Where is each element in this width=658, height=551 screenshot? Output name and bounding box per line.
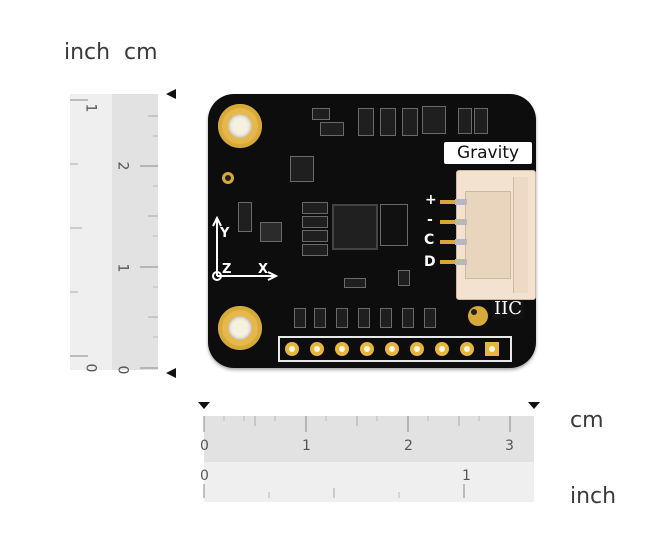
axis-indicator-icon: [212, 215, 279, 281]
main-sensor-ic: [332, 204, 378, 250]
axis-z-label: Z: [222, 262, 232, 277]
pin-trace: [440, 240, 468, 244]
connector-pin: [455, 239, 467, 245]
smd-resistor: [358, 308, 370, 328]
humidity-sensor-chip: [260, 222, 282, 242]
mounting-hole-bottom-left: [218, 306, 262, 350]
smd-capacitor: [358, 108, 374, 136]
smd-resistor: [474, 108, 488, 134]
bottom-cm-tick-label: 0: [200, 438, 209, 454]
smd-resistor: [294, 308, 306, 328]
smd-capacitor: [238, 202, 252, 232]
smd-transistor: [290, 156, 314, 182]
smd-resistor: [302, 216, 328, 228]
smd-capacitor: [402, 108, 418, 136]
smd-regulator: [422, 106, 446, 134]
smd-resistor: [302, 244, 328, 256]
smd-transistor: [320, 122, 344, 136]
pin-label-c: C: [424, 232, 435, 248]
left-ruler-inch-unit: inch: [64, 40, 111, 65]
pin-label-plus: +: [425, 192, 437, 208]
bottom-cm-tick-label: 1: [302, 438, 311, 454]
left-ruler-cm-strip: [112, 94, 158, 370]
left-ruler-inch-strip: [70, 94, 112, 370]
mounting-hole-top-left: [218, 104, 262, 148]
pin-trace: [440, 260, 468, 264]
left-ruler-ticks: [70, 89, 176, 378]
connector-slot: [465, 191, 511, 279]
pin-label-d: D: [424, 254, 436, 270]
connector-latch: [513, 177, 528, 293]
smd-resistor: [458, 108, 472, 134]
smd-resistor: [302, 202, 328, 214]
smd-component: [344, 278, 366, 288]
left-cm-tick-label: 1: [114, 263, 131, 273]
smd-resistor: [302, 230, 328, 242]
bottom-inch-tick-label: 1: [462, 468, 471, 484]
crystal-component: [380, 204, 408, 246]
bottom-cm-tick-label: 2: [404, 438, 413, 454]
bottom-ruler-cm-strip: [204, 416, 534, 462]
pin-label-minus: -: [427, 212, 433, 228]
smd-component: [312, 108, 330, 120]
smd-capacitor: [380, 108, 396, 136]
bottom-ruler-inch-strip: [204, 462, 534, 502]
smd-resistor: [314, 308, 326, 328]
smd-resistor: [402, 308, 414, 328]
connector-pin: [455, 259, 467, 265]
smd-resistor: [380, 308, 392, 328]
bottom-inch-tick-label: 0: [200, 468, 209, 484]
left-cm-tick-label: 2: [114, 161, 131, 171]
gravity-label: Gravity: [456, 143, 520, 163]
bottom-ruler-inch-unit: inch: [570, 484, 617, 509]
connector-pin: [455, 219, 467, 225]
pin-trace: [440, 220, 468, 224]
smd-component: [398, 270, 410, 286]
gravity-label-box: Gravity: [444, 142, 532, 164]
left-cm-tick-label: 0: [114, 365, 131, 375]
bottom-cm-tick-label: 3: [505, 438, 514, 454]
via-pad: [222, 172, 234, 184]
left-inch-tick-label: 0: [82, 363, 99, 373]
bottom-ruler-ticks: [198, 402, 540, 498]
axis-x-label: X: [258, 262, 269, 277]
smd-resistor: [424, 308, 436, 328]
iic-label: IIC: [492, 298, 524, 319]
smd-resistor: [336, 308, 348, 328]
pin-trace: [440, 200, 468, 204]
bottom-ruler-cm-unit: cm: [570, 408, 604, 433]
axis-y-label: Y: [220, 226, 230, 241]
connector-pin: [455, 199, 467, 205]
gravity-connector: [455, 170, 536, 300]
left-ruler-cm-unit: cm: [124, 40, 158, 65]
pin-header-outline: [278, 336, 512, 362]
left-inch-tick-label: 1: [82, 103, 99, 113]
pin-header-pads: [285, 342, 499, 356]
via-pad-large: [468, 306, 488, 326]
